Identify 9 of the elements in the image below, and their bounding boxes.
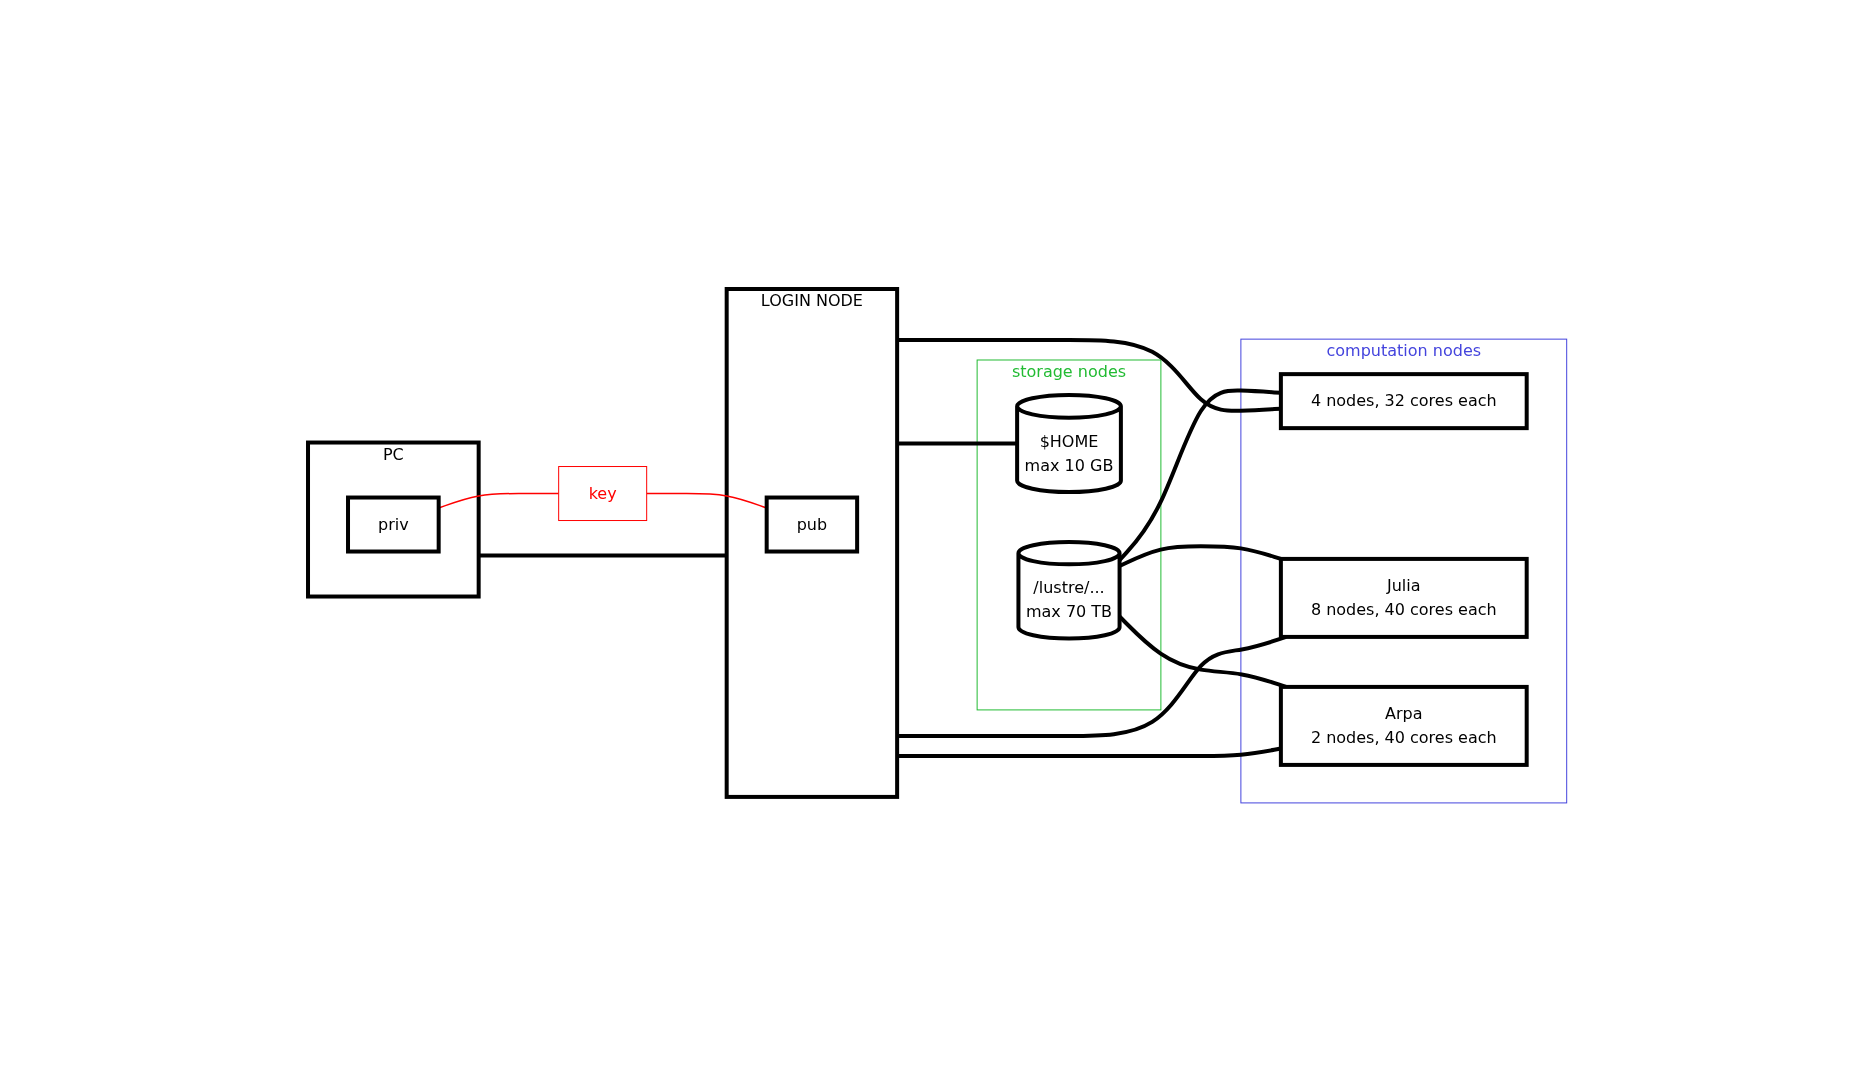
connector	[896, 635, 1287, 738]
node-box: pub	[764, 495, 859, 554]
node-box: key	[557, 466, 647, 522]
node-box: priv	[345, 495, 441, 554]
connector	[896, 441, 1017, 446]
node-box: Arpa 2 nodes, 40 cores each	[1278, 684, 1529, 767]
node-box: Julia 8 nodes, 40 cores each	[1278, 556, 1529, 639]
connector	[478, 553, 727, 558]
node-box: 4 nodes, 32 cores each	[1278, 372, 1529, 431]
